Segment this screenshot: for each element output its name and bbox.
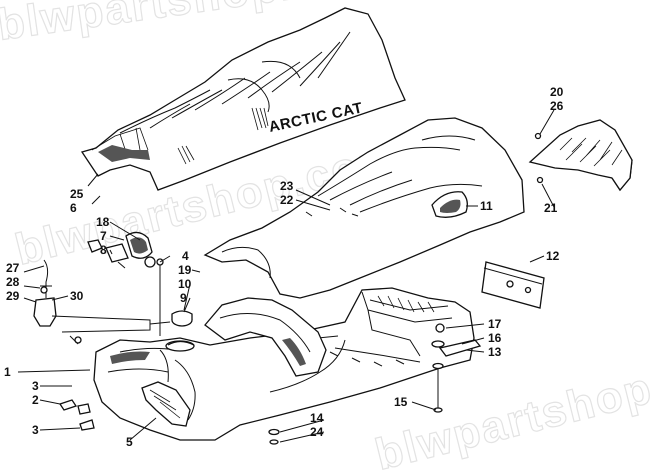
callout-10: 10 xyxy=(178,277,192,291)
seat-cover: ARCTIC CAT xyxy=(80,7,406,191)
callout-3-lower: 3 xyxy=(32,423,39,437)
callout-20: 20 xyxy=(550,85,564,99)
cover xyxy=(204,297,327,377)
fuel-sender xyxy=(33,259,171,345)
callout-4: 4 xyxy=(182,249,189,263)
callout-24: 24 xyxy=(310,425,324,439)
hardware xyxy=(58,258,482,445)
rear-bracket xyxy=(528,119,633,192)
callout-19: 19 xyxy=(178,263,192,277)
fuel-fittings xyxy=(87,231,156,269)
fuel-cap xyxy=(171,310,193,327)
callout-9: 9 xyxy=(180,291,187,305)
callout-26: 26 xyxy=(550,99,564,113)
callout-18: 18 xyxy=(96,215,110,229)
callout-1: 1 xyxy=(4,365,11,379)
callout-28: 28 xyxy=(6,275,20,289)
plate xyxy=(481,261,545,309)
callout-5: 5 xyxy=(126,435,133,449)
callout-29: 29 xyxy=(6,289,20,303)
callout-14: 14 xyxy=(310,411,324,425)
callout-11: 11 xyxy=(480,199,493,213)
leader-lines xyxy=(17,109,555,443)
callout-3: 3 xyxy=(32,379,39,393)
callout-27: 27 xyxy=(6,261,20,275)
callout-23: 23 xyxy=(280,179,294,193)
callout-21: 21 xyxy=(544,201,558,215)
callout-17: 17 xyxy=(488,317,502,331)
callout-8: 8 xyxy=(100,243,107,257)
callout-15: 15 xyxy=(394,395,408,409)
callout-30: 30 xyxy=(70,289,84,303)
callout-6: 6 xyxy=(70,201,77,215)
callout-22: 22 xyxy=(280,193,294,207)
side-vent xyxy=(141,381,191,427)
callout-12: 12 xyxy=(546,249,560,263)
seat-base xyxy=(203,117,525,299)
callout-7: 7 xyxy=(100,229,107,243)
callout-25: 25 xyxy=(70,187,84,201)
callout-labels: 1 2 3 3 4 5 6 7 8 9 10 11 12 13 14 15 16… xyxy=(4,85,564,449)
callout-16: 16 xyxy=(488,331,502,345)
callout-2: 2 xyxy=(32,393,39,407)
callout-13: 13 xyxy=(488,345,502,359)
